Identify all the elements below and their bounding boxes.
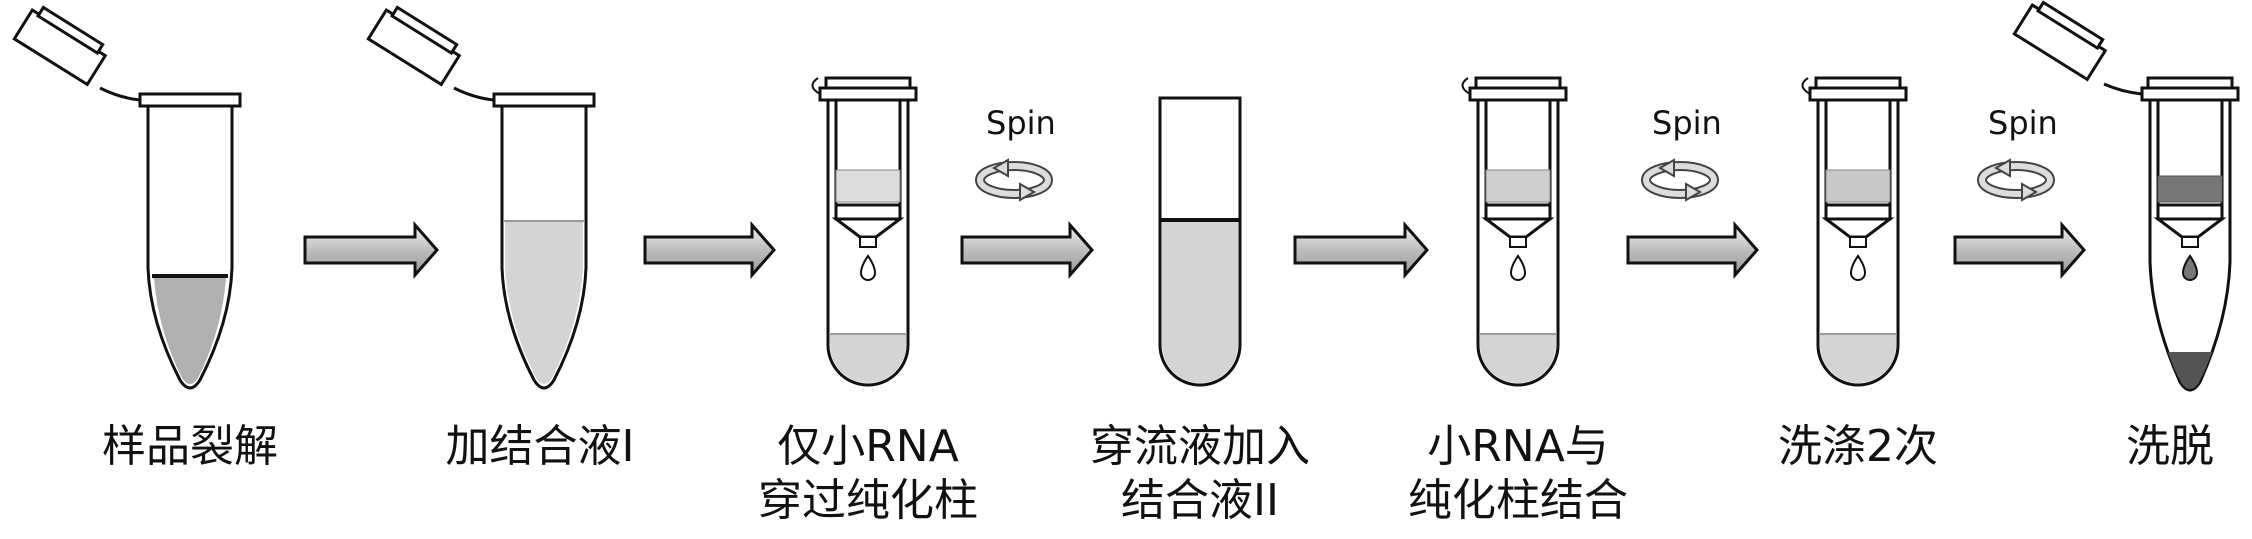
lysis-tube — [12, 5, 242, 390]
step-label-line: 加结合液I — [445, 421, 635, 472]
arrow-6 — [1953, 221, 2086, 279]
spin-icon-2 — [1641, 158, 1719, 202]
step-label-flow-through: 穿流液加入 结合液II — [1075, 420, 1325, 528]
step-label-line: 穿过纯化柱 — [758, 475, 978, 526]
step-label-binding-solution: 加结合液I — [420, 420, 660, 474]
binding-solution-tube — [366, 5, 596, 390]
spin-column-tube-1 — [811, 76, 918, 387]
arrow-5 — [1626, 221, 1759, 279]
spin-label-3: Spin — [1988, 104, 2058, 142]
arrow-3 — [960, 221, 1094, 279]
spin-icon-1 — [975, 158, 1053, 202]
arrow-2 — [643, 221, 776, 279]
step-label-small-rna-passes: 仅小RNA 穿过纯化柱 — [738, 420, 998, 528]
step-label-line: 仅小RNA — [777, 421, 959, 472]
step-label-elution: 洗脱 — [2090, 420, 2250, 474]
spin-icon-3 — [1977, 158, 2055, 202]
arrow-1 — [303, 221, 439, 279]
spin-label-1: Spin — [986, 104, 1056, 142]
step-label-line: 样品裂解 — [102, 421, 278, 472]
step-label-lysis: 样品裂解 — [70, 420, 310, 474]
flow-through-tube — [1158, 96, 1242, 387]
spin-column-tube-2 — [1461, 76, 1568, 387]
step-label-line: 穿流液加入 — [1090, 421, 1310, 472]
spin-column-tube-3 — [1801, 76, 1908, 387]
elution-tube — [2012, 0, 2240, 392]
spin-label-2: Spin — [1652, 104, 1722, 142]
step-label-line: 洗脱 — [2126, 421, 2214, 472]
step-label-column-binding: 小RNA与 纯化柱结合 — [1388, 420, 1648, 528]
step-label-line: 结合液II — [1121, 475, 1279, 526]
arrow-4 — [1293, 221, 1429, 279]
step-label-line: 纯化柱结合 — [1408, 475, 1628, 526]
step-label-line: 小RNA与 — [1427, 421, 1609, 472]
step-label-line: 洗涤2次 — [1778, 421, 1938, 472]
step-label-wash: 洗涤2次 — [1738, 420, 1978, 474]
